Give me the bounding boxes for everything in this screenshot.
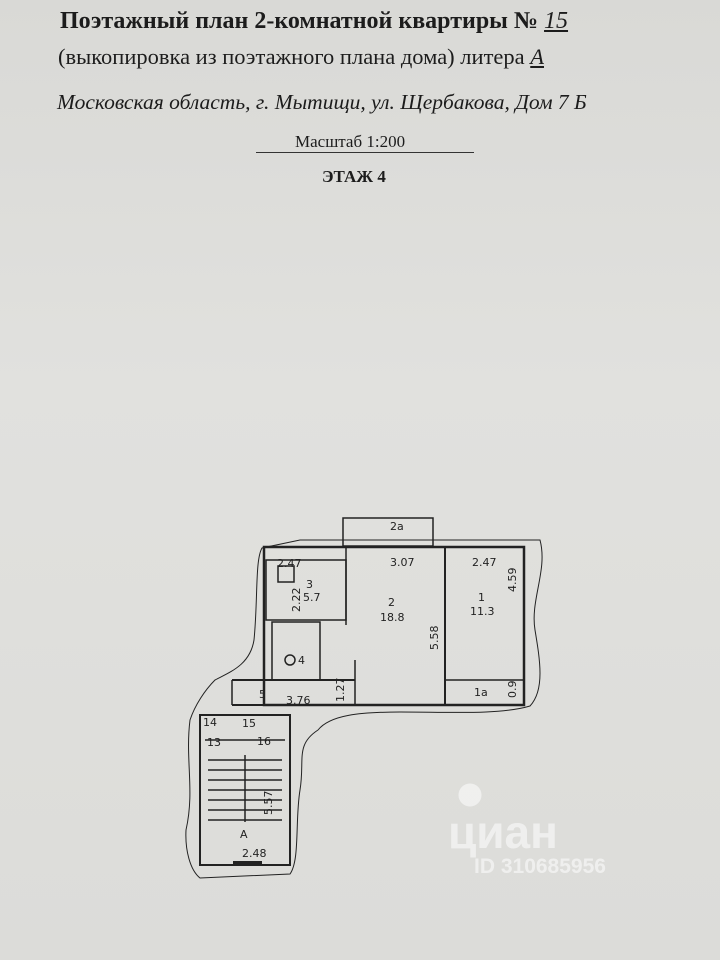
watermark-brand: циан bbox=[448, 806, 558, 858]
label-room2-no: 2 bbox=[388, 596, 395, 609]
subtitle: (выкопировка из поэтажного плана дома) л… bbox=[58, 44, 544, 69]
litera: А bbox=[530, 44, 544, 69]
outline bbox=[185, 539, 543, 879]
apartment-number: 15 bbox=[544, 8, 569, 34]
dim-closet-depth: 0.9 bbox=[506, 681, 519, 699]
label-stair-14: 14 bbox=[203, 716, 217, 729]
dim-kitchen-depth: 2.22 bbox=[290, 588, 303, 613]
label-stair-13: 13 bbox=[207, 736, 221, 749]
floor-label: ЭТАЖ 4 bbox=[322, 167, 386, 186]
label-room1-area: 11.3 bbox=[470, 605, 495, 618]
dim-stair-length: 5.57 bbox=[262, 791, 275, 816]
label-stair-16: 16 bbox=[257, 735, 271, 748]
balcony bbox=[342, 517, 434, 547]
dim-hall-length: 3.76 bbox=[286, 694, 311, 707]
apartment-walls bbox=[262, 545, 526, 707]
label-bath-no: 4 bbox=[298, 654, 305, 667]
watermark-id: ID 310685956 bbox=[474, 855, 606, 878]
dim-hall-width: 1.27 bbox=[334, 678, 347, 703]
dim-room1-length: 4.59 bbox=[506, 568, 519, 593]
dim-room2-width: 3.07 bbox=[390, 556, 415, 569]
address: Московская область, г. Мытищи, ул. Щерба… bbox=[57, 90, 587, 114]
label-balcony: 2а bbox=[390, 520, 404, 533]
label-closet-no: 1а bbox=[474, 686, 488, 699]
bathroom bbox=[271, 621, 321, 681]
label-stair-15: 15 bbox=[242, 717, 256, 730]
label-room2-area: 18.8 bbox=[380, 611, 405, 624]
scale: Масштаб 1:200 bbox=[295, 132, 406, 151]
divider bbox=[256, 152, 474, 153]
label-kitchen-no: 3 bbox=[306, 578, 313, 591]
label-room1-no: 1 bbox=[478, 591, 485, 604]
dim-kitchen-width: 2.47 bbox=[277, 557, 302, 570]
dim-stair-width: 2.48 bbox=[242, 847, 267, 860]
label-kitchen-area: 5.7 bbox=[303, 591, 321, 604]
page-title: Поэтажный план 2-комнатной квартиры № 15 bbox=[60, 8, 569, 34]
dim-room1-width: 2.47 bbox=[472, 556, 497, 569]
watermark: циан ID 310685956 bbox=[448, 783, 606, 878]
label-hall-no: 5 bbox=[259, 688, 266, 701]
label-stair-letter: А bbox=[240, 828, 248, 841]
dim-room2-length: 5.58 bbox=[428, 626, 441, 651]
cian-logo-icon bbox=[458, 783, 482, 807]
